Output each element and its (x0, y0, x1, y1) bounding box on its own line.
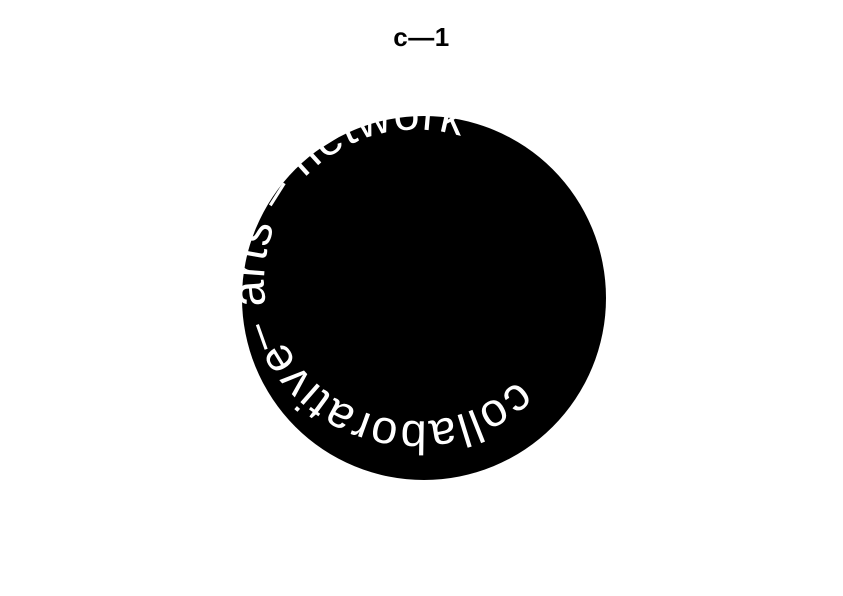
logo-title: c—1 (393, 22, 450, 52)
logo-disc (242, 116, 606, 480)
